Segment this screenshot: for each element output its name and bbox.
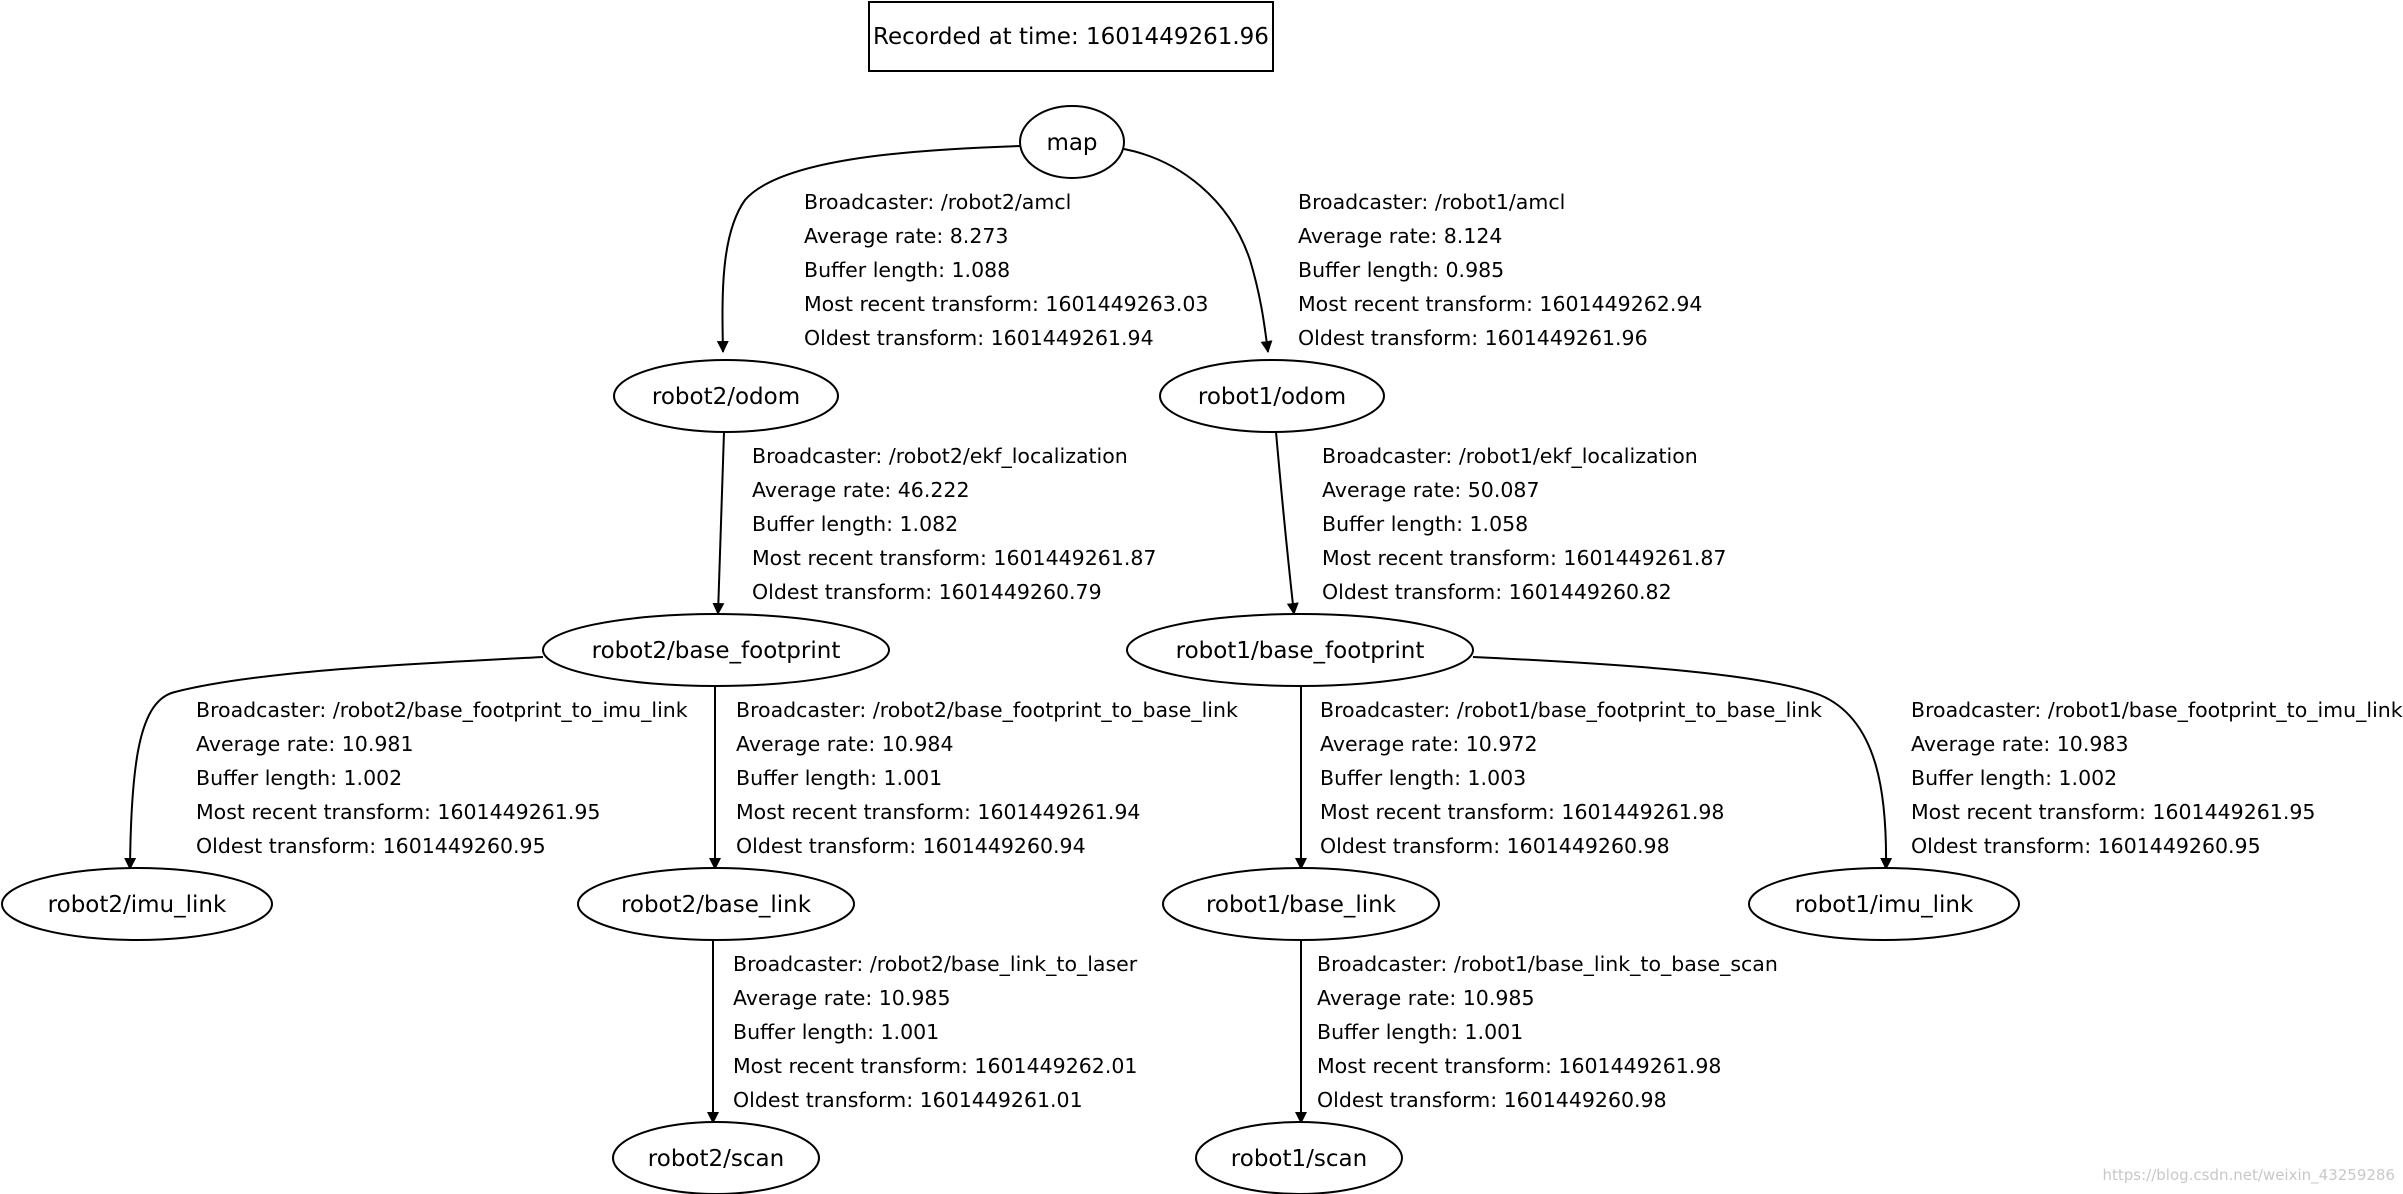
edge-label-buffer-length: Buffer length: 1.001	[733, 1020, 939, 1044]
edge-label-average-rate: Average rate: 10.981	[196, 732, 414, 756]
edge-label-buffer-length: Buffer length: 1.001	[1317, 1020, 1523, 1044]
edge-robot1-footprint-to-imu-link	[1472, 656, 1893, 870]
edge-label-robot1-base-link-scan: Broadcaster: /robot1/base_link_to_base_s…	[1317, 952, 1778, 1112]
edge-label-robot2-base-link-scan: Broadcaster: /robot2/base_link_to_laser …	[733, 952, 1138, 1112]
edge-label-oldest: Oldest transform: 1601449261.01	[733, 1088, 1083, 1112]
edge-label-map-robot2-odom: Broadcaster: /robot2/amcl Average rate: …	[804, 190, 1208, 350]
edge-label-robot2-footprint-base-link: Broadcaster: /robot2/base_footprint_to_b…	[736, 698, 1238, 858]
edge-label-buffer-length: Buffer length: 1.003	[1320, 766, 1526, 790]
edge-label-broadcaster: Broadcaster: /robot1/amcl	[1298, 190, 1565, 214]
edge-label-most-recent: Most recent transform: 1601449263.03	[804, 292, 1208, 316]
node-label: robot1/odom	[1198, 384, 1346, 410]
edge-label-most-recent: Most recent transform: 1601449262.94	[1298, 292, 1702, 316]
edge-label-average-rate: Average rate: 10.983	[1911, 732, 2129, 756]
edge-label-oldest: Oldest transform: 1601449260.95	[196, 834, 546, 858]
edge-label-broadcaster: Broadcaster: /robot1/base_footprint_to_b…	[1320, 698, 1822, 723]
node-label: robot1/scan	[1231, 1146, 1367, 1172]
edge-robot1-odom-to-base-footprint	[1275, 431, 1299, 615]
node-map: map	[1019, 105, 1125, 179]
node-label: robot2/base_footprint	[592, 638, 841, 664]
edge-label-robot1-footprint-base-link: Broadcaster: /robot1/base_footprint_to_b…	[1320, 698, 1822, 858]
edge-label-broadcaster: Broadcaster: /robot2/base_link_to_laser	[733, 952, 1138, 977]
node-robot2-base-link: robot2/base_link	[577, 867, 855, 941]
edge-label-broadcaster: Broadcaster: /robot2/base_footprint_to_b…	[736, 698, 1238, 723]
edge-label-broadcaster: Broadcaster: /robot2/ekf_localization	[752, 444, 1128, 469]
edge-label-buffer-length: Buffer length: 1.058	[1322, 512, 1528, 536]
edge-label-most-recent: Most recent transform: 1601449261.95	[1911, 800, 2315, 824]
watermark-text: https://blog.csdn.net/weixin_43259286	[2102, 1166, 2395, 1185]
edge-label-buffer-length: Buffer length: 1.001	[736, 766, 942, 790]
node-label: robot1/base_link	[1206, 892, 1397, 918]
node-label: robot1/imu_link	[1795, 892, 1974, 918]
edges	[124, 145, 1893, 1124]
edge-label-most-recent: Most recent transform: 1601449261.98	[1317, 1054, 1721, 1078]
edge-label-oldest: Oldest transform: 1601449260.98	[1320, 834, 1670, 858]
edge-label-oldest: Oldest transform: 1601449260.79	[752, 580, 1102, 604]
nodes: map robot2/odom robot1/odom robot2/base_…	[1, 105, 2020, 1194]
edge-label-average-rate: Average rate: 8.124	[1298, 224, 1502, 248]
edge-map-to-robot2-odom	[716, 145, 1021, 353]
node-robot2-base-footprint: robot2/base_footprint	[542, 613, 890, 687]
edge-label-average-rate: Average rate: 8.273	[804, 224, 1008, 248]
edge-label-map-robot1-odom: Broadcaster: /robot1/amcl Average rate: …	[1298, 190, 1702, 350]
edge-label-broadcaster: Broadcaster: /robot1/base_footprint_to_i…	[1911, 698, 2403, 723]
recorded-time-box: Recorded at time: 1601449261.96	[868, 1, 1274, 72]
edge-robot2-footprint-to-imu-link	[124, 656, 544, 870]
edge-label-broadcaster: Broadcaster: /robot2/amcl	[804, 190, 1071, 214]
recorded-time-label: Recorded at time: 1601449261.96	[873, 24, 1269, 50]
edge-label-robot1-odom-footprint: Broadcaster: /robot1/ekf_localization Av…	[1322, 444, 1726, 604]
edge-label-average-rate: Average rate: 50.087	[1322, 478, 1540, 502]
edge-label-robot1-footprint-imu: Broadcaster: /robot1/base_footprint_to_i…	[1911, 698, 2403, 858]
node-label: robot1/base_footprint	[1176, 638, 1425, 664]
edge-label-broadcaster: Broadcaster: /robot1/ekf_localization	[1322, 444, 1698, 469]
node-robot1-scan: robot1/scan	[1195, 1121, 1403, 1194]
edge-label-oldest: Oldest transform: 1601449260.95	[1911, 834, 2261, 858]
edge-label-buffer-length: Buffer length: 1.002	[196, 766, 402, 790]
edge-label-most-recent: Most recent transform: 1601449261.94	[736, 800, 1140, 824]
node-robot1-base-link: robot1/base_link	[1162, 867, 1440, 941]
node-robot2-odom: robot2/odom	[613, 359, 839, 433]
edge-label-most-recent: Most recent transform: 1601449261.87	[1322, 546, 1726, 570]
edge-label-most-recent: Most recent transform: 1601449262.01	[733, 1054, 1137, 1078]
edge-label-most-recent: Most recent transform: 1601449261.87	[752, 546, 1156, 570]
edge-label-oldest: Oldest transform: 1601449261.94	[804, 326, 1154, 350]
node-robot1-odom: robot1/odom	[1159, 359, 1385, 433]
edge-label-average-rate: Average rate: 10.972	[1320, 732, 1538, 756]
edge-label-buffer-length: Buffer length: 1.002	[1911, 766, 2117, 790]
node-robot2-imu-link: robot2/imu_link	[1, 867, 273, 941]
edge-label-buffer-length: Buffer length: 1.088	[804, 258, 1010, 282]
node-robot1-base-footprint: robot1/base_footprint	[1126, 613, 1474, 687]
edge-label-buffer-length: Buffer length: 0.985	[1298, 258, 1504, 282]
node-label: robot2/odom	[652, 384, 800, 410]
edge-label-oldest: Oldest transform: 1601449261.96	[1298, 326, 1648, 350]
edge-label-broadcaster: Broadcaster: /robot1/base_link_to_base_s…	[1317, 952, 1778, 977]
edge-label-average-rate: Average rate: 10.985	[733, 986, 951, 1010]
edge-map-to-robot1-odom	[1123, 148, 1273, 353]
edge-robot2-odom-to-base-footprint	[712, 431, 725, 615]
edge-label-average-rate: Average rate: 10.985	[1317, 986, 1535, 1010]
edge-label-most-recent: Most recent transform: 1601449261.95	[196, 800, 600, 824]
edge-label-oldest: Oldest transform: 1601449260.98	[1317, 1088, 1667, 1112]
edge-label-robot2-odom-footprint: Broadcaster: /robot2/ekf_localization Av…	[752, 444, 1156, 604]
node-robot2-scan: robot2/scan	[612, 1121, 820, 1194]
edge-label-buffer-length: Buffer length: 1.082	[752, 512, 958, 536]
edge-label-average-rate: Average rate: 46.222	[752, 478, 970, 502]
edge-label-robot2-footprint-imu: Broadcaster: /robot2/base_footprint_to_i…	[196, 698, 688, 858]
node-label: robot2/base_link	[621, 892, 812, 918]
node-label: map	[1046, 130, 1097, 156]
edge-label-average-rate: Average rate: 10.984	[736, 732, 954, 756]
edge-label-oldest: Oldest transform: 1601449260.82	[1322, 580, 1672, 604]
node-label: robot2/scan	[648, 1146, 784, 1172]
edge-label-broadcaster: Broadcaster: /robot2/base_footprint_to_i…	[196, 698, 688, 723]
node-label: robot2/imu_link	[48, 892, 227, 918]
edge-label-most-recent: Most recent transform: 1601449261.98	[1320, 800, 1724, 824]
node-robot1-imu-link: robot1/imu_link	[1748, 867, 2020, 941]
edge-labels: Broadcaster: /robot2/amcl Average rate: …	[196, 190, 2403, 1112]
edge-label-oldest: Oldest transform: 1601449260.94	[736, 834, 1086, 858]
